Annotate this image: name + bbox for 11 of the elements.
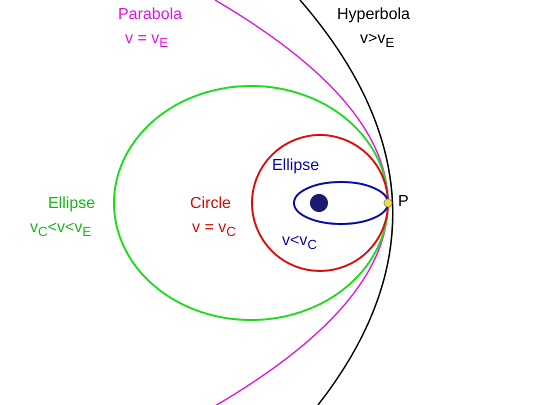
orbit-label: Ellipse	[48, 195, 96, 213]
velocity-label: v = v$_{C}$	[192, 219, 236, 242]
orbit-label: Circle	[190, 195, 231, 213]
orbit-label: Hyperbola	[337, 6, 410, 24]
velocity-label: v = v$_{E}$	[125, 30, 168, 52]
point-label: P	[398, 193, 409, 211]
velocity-label: v<v$_{C}$	[282, 232, 317, 254]
orbit-label: Ellipse	[272, 157, 320, 175]
velocity-label: v$_{C}$<v<v$_{E}$	[30, 219, 92, 242]
velocity-label: v>v$_{E}$	[360, 30, 394, 52]
orbit-label: Parabola	[118, 6, 182, 24]
